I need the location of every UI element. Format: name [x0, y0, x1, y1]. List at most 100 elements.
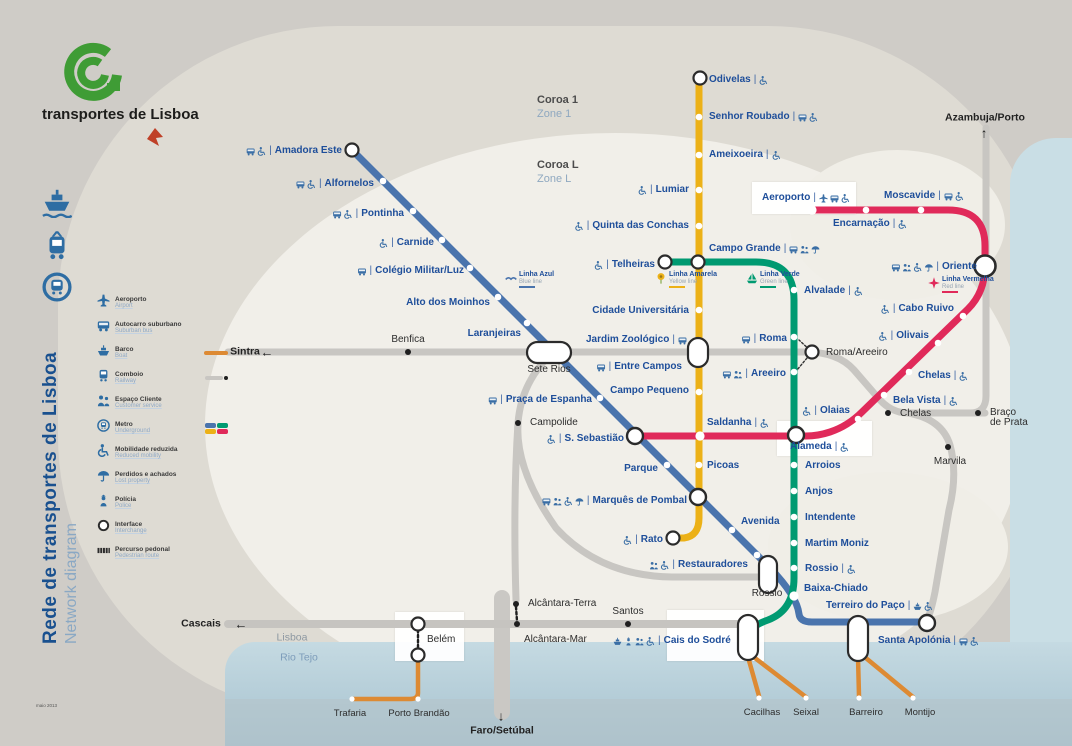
direction-arrow-icon: ← [260, 344, 274, 360]
background-blob [768, 472, 1008, 622]
zone-l-label: Coroa L Zone L [537, 158, 579, 186]
station-label: Roma/Areeiro [826, 346, 888, 358]
wheelchair-icon [802, 406, 811, 416]
station-name: Alcântara-Terra [528, 597, 597, 609]
map-title: Rede de transportes de Lisboa [40, 351, 61, 644]
legend-text: Underground [115, 428, 151, 435]
station-name: Roma/Areeiro [826, 346, 888, 358]
brand-name: transportes de Lisboa [42, 106, 199, 123]
station-label: Senhor Roubado| [709, 111, 818, 122]
lost-icon [97, 469, 110, 487]
station-label: Avenida [741, 515, 780, 527]
line-label-text: Linha Azul [519, 271, 555, 278]
station-marker [494, 293, 502, 301]
station-label: |Alfornelos [296, 177, 374, 189]
station-marker [790, 539, 798, 547]
map-subtitle: Network diagram [63, 523, 80, 644]
station-marker [657, 254, 673, 270]
legend-text: Lost property [115, 478, 151, 485]
station-label: Cacilhas [744, 708, 780, 718]
wheelchair-icon [646, 636, 655, 646]
station-marker [695, 388, 703, 396]
wheelchair-icon [881, 304, 890, 314]
rail-azambuja [966, 124, 990, 417]
station-label: Santos [612, 606, 643, 617]
station-label: Bela Vista| [893, 394, 958, 406]
rail-rossio-tunnel [514, 352, 768, 581]
station-label: |Amadora Este [246, 145, 342, 156]
station-marker [409, 207, 417, 215]
station-marker [790, 513, 798, 521]
station-name: Trafaria [333, 708, 367, 720]
bus-icon [97, 319, 110, 337]
station-label: Ameixoeira| [709, 149, 781, 160]
bus-icon [830, 194, 839, 203]
line-label-text: Blue line [519, 278, 543, 285]
connector-link [798, 339, 813, 353]
separator: | [892, 217, 896, 229]
station-name: Telheiras [611, 258, 655, 270]
interchange-marker [757, 554, 779, 595]
wheelchair-icon [97, 444, 110, 462]
line-label-text [519, 286, 535, 289]
station-name: Montijo [904, 707, 936, 719]
legend-line-chip [205, 422, 216, 428]
station-label: Rio Tejo [280, 652, 318, 664]
station-marker [945, 444, 951, 450]
separator: | [753, 73, 757, 85]
station-name: Barreiro [849, 707, 883, 719]
station-label: Aeroporto| [762, 192, 850, 203]
legend-line-chip [205, 376, 223, 380]
station-label: |Marquês de Pombal [542, 495, 687, 506]
wheelchair-icon [924, 601, 933, 611]
station-marker [695, 151, 703, 159]
separator: | [658, 634, 661, 646]
direction-arrow-icon: ↑ [980, 125, 988, 141]
wheelchair-icon [594, 260, 603, 270]
wheelchair-icon [955, 191, 964, 201]
separator: | [318, 177, 322, 189]
separator: | [753, 332, 757, 344]
station-marker [690, 254, 706, 270]
wheelchair-icon [854, 286, 863, 296]
separator: | [391, 236, 394, 248]
train-icon [97, 369, 110, 387]
bus-icon [722, 370, 731, 379]
station-label: |S. Sebastião [547, 433, 624, 444]
station-label: Benfica [391, 334, 424, 345]
station-label: Rossio| [805, 563, 856, 574]
station-marker [344, 142, 360, 158]
station-label: Alcântara-Terra [528, 597, 597, 609]
separator: | [943, 394, 947, 406]
station-label: Encarnação| [833, 217, 907, 229]
client-icon [553, 497, 562, 506]
separator: | [672, 333, 675, 345]
legend-text: Interchange [115, 528, 147, 535]
station-label: Faro/Setúbal [470, 725, 534, 737]
station-name: Avenida [741, 515, 780, 527]
station-label: Chelas [900, 408, 931, 419]
legend-text: Reduced mobility [115, 453, 162, 460]
metro-red [631, 206, 989, 440]
station-marker [910, 695, 916, 701]
ferrybig-icon [42, 188, 73, 223]
station-label: |Entre Campos [597, 361, 682, 372]
station-label: |Lumiar [638, 184, 689, 195]
station-label: Campo Pequeno [610, 385, 689, 396]
bus-icon [678, 336, 687, 345]
interchange-marker [846, 614, 870, 663]
station-name: Parque [624, 462, 658, 474]
wheelchair-icon [575, 221, 584, 231]
station-name: Olivais [896, 329, 929, 341]
station-label: Campolide [530, 417, 578, 428]
station-marker [349, 696, 355, 702]
tram-icon [42, 230, 72, 265]
zone-1-en: Zone 1 [537, 108, 572, 121]
separator: | [500, 393, 503, 405]
